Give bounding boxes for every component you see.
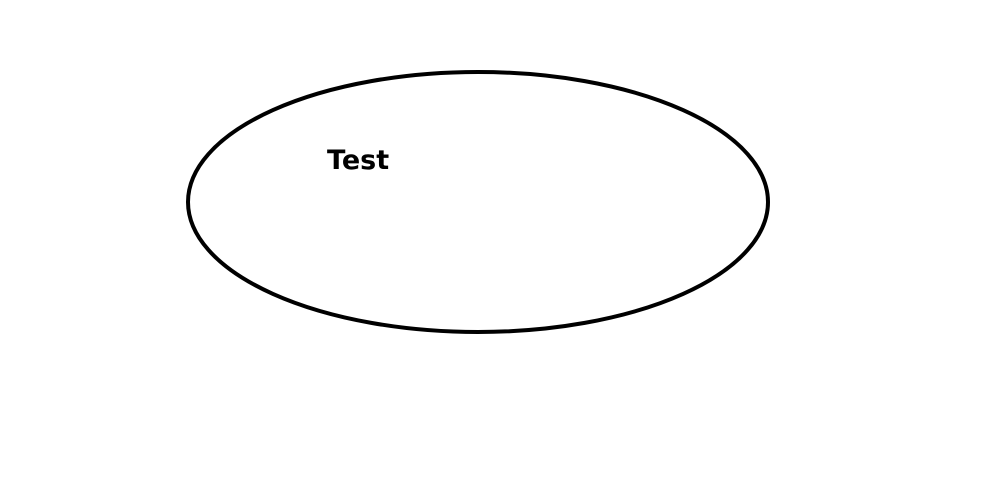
ellipse-outline xyxy=(186,70,770,334)
ellipse-label: Test xyxy=(327,145,390,176)
